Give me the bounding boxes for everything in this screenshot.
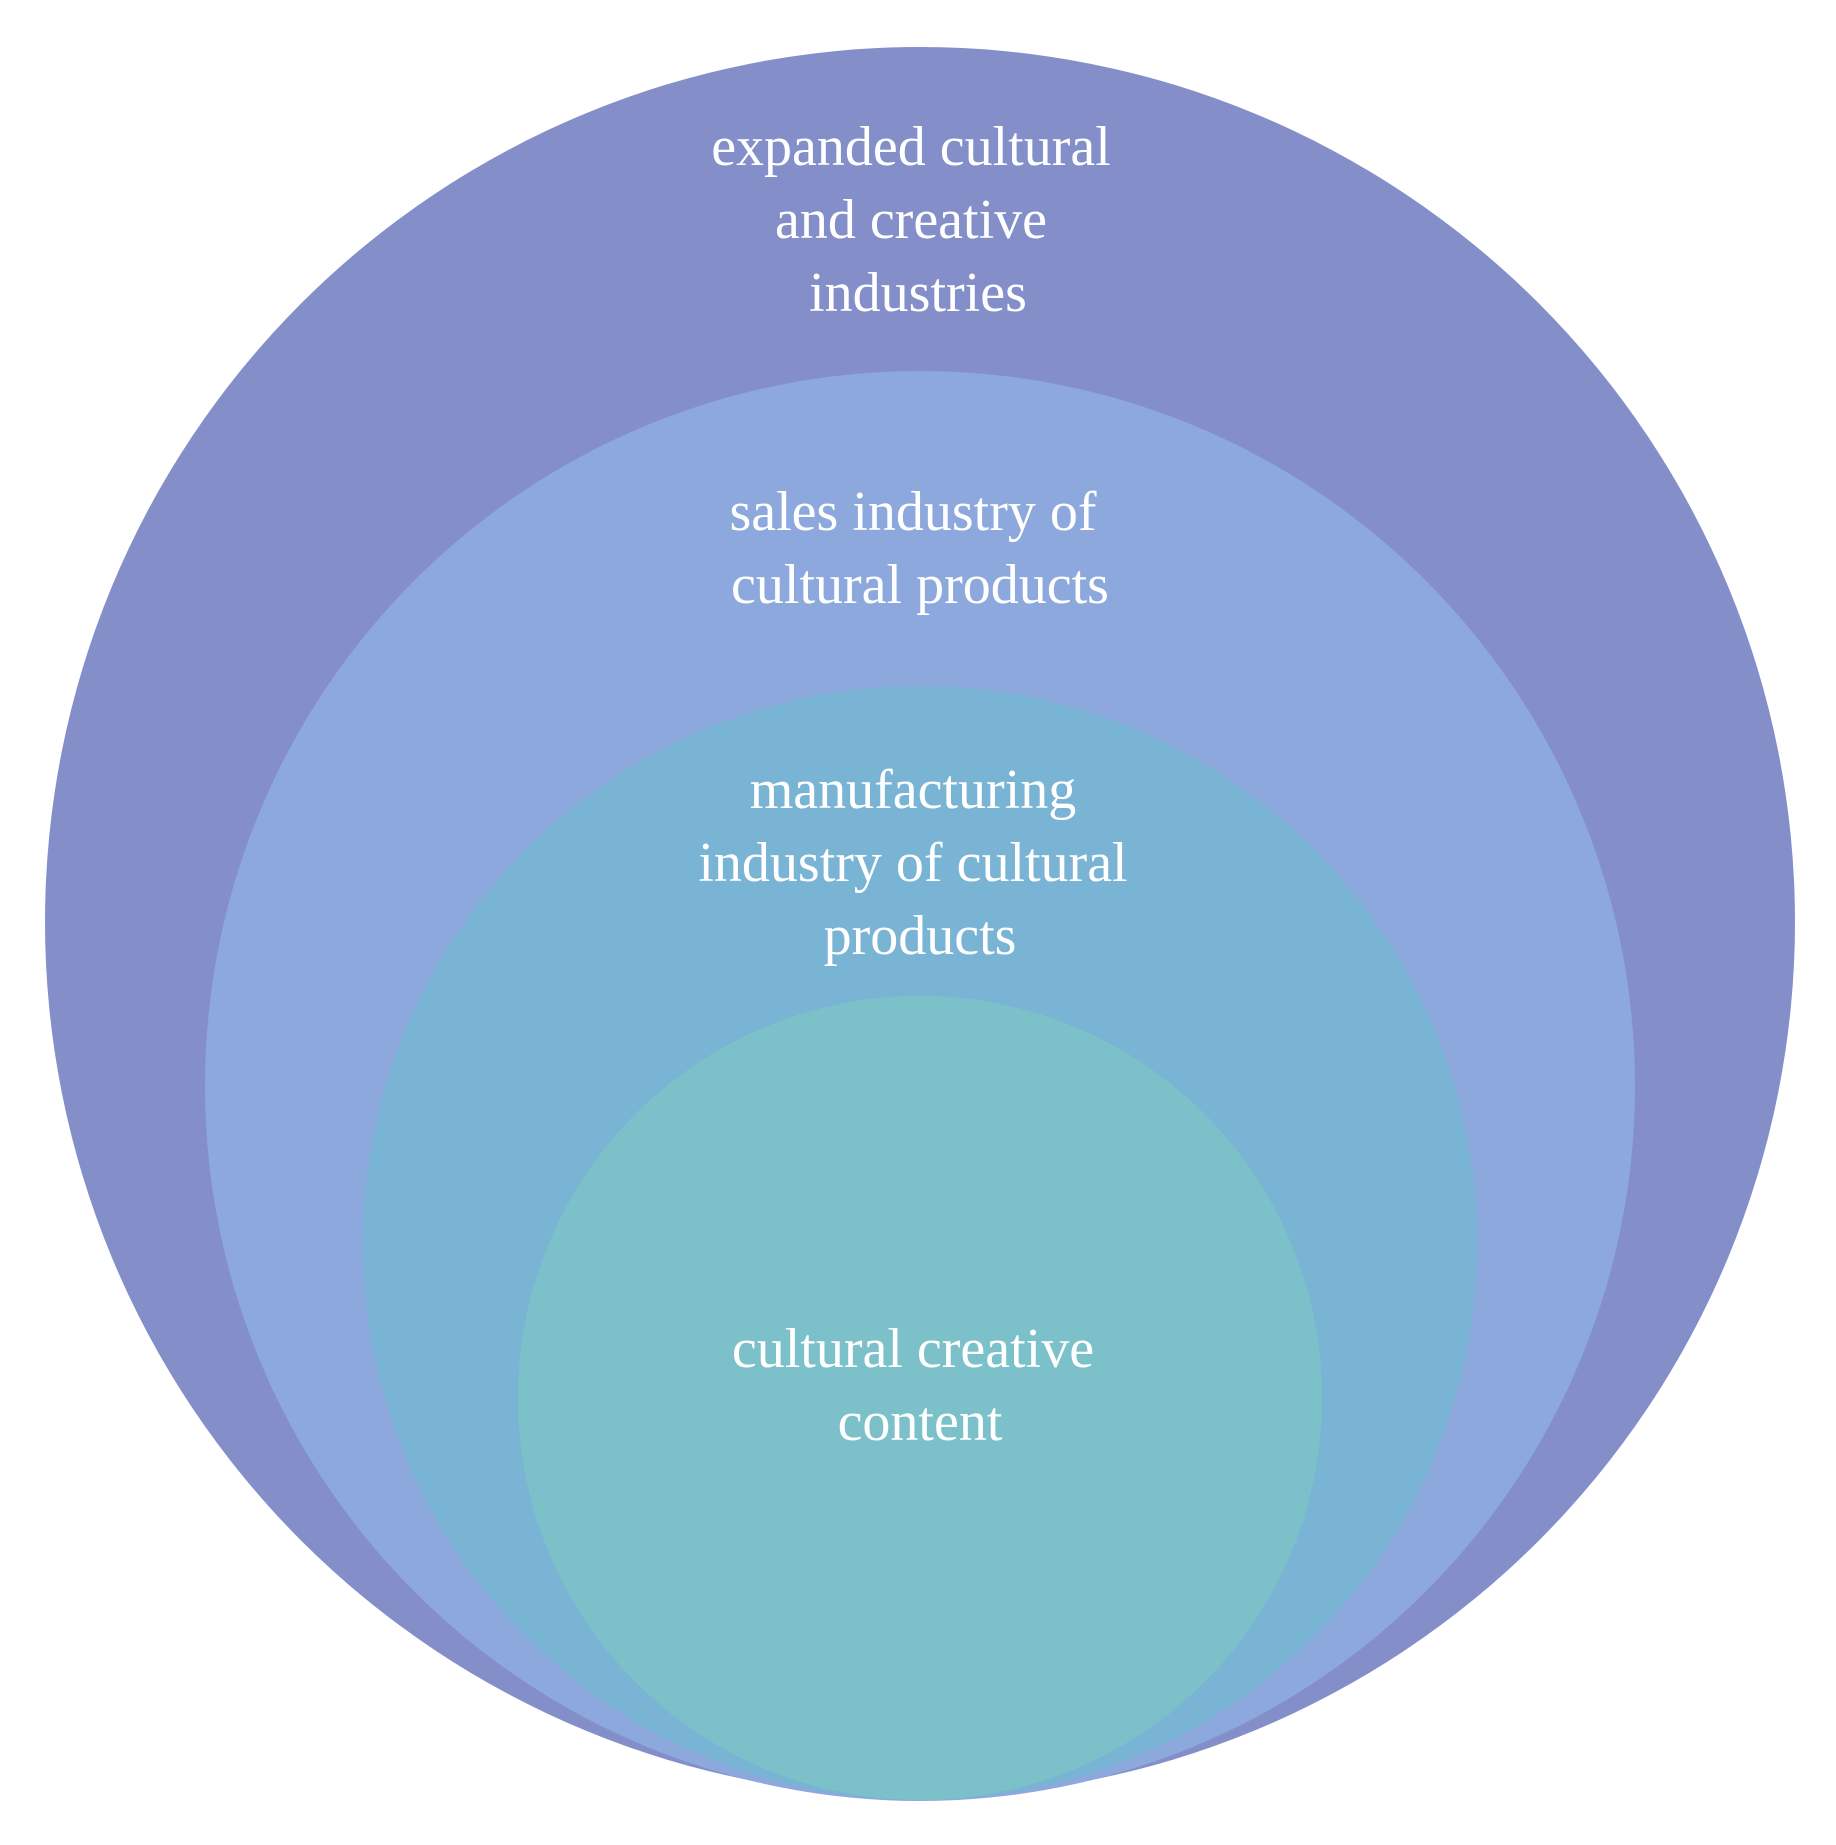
label-manufacturing-industry: manufacturing industry of cultural produ… <box>698 759 1141 967</box>
label-line: sales industry of <box>729 481 1096 543</box>
label-line: cultural products <box>731 554 1109 616</box>
label-sales-industry: sales industry of cultural products <box>729 481 1110 616</box>
label-line: manufacturing <box>750 759 1077 821</box>
label-expanded-industries: expanded cultural and creative industrie… <box>711 116 1125 324</box>
label-line: industry of cultural <box>698 832 1127 894</box>
label-line: and creative <box>775 189 1047 251</box>
label-line: products <box>824 905 1017 967</box>
label-line: industries <box>809 262 1027 324</box>
circle-cultural-creative-content <box>518 996 1322 1800</box>
label-cultural-creative-content: cultural creative content <box>732 1318 1108 1453</box>
label-line: expanded cultural <box>711 116 1111 178</box>
label-line: content <box>838 1391 1003 1453</box>
label-line: cultural creative <box>732 1318 1094 1380</box>
